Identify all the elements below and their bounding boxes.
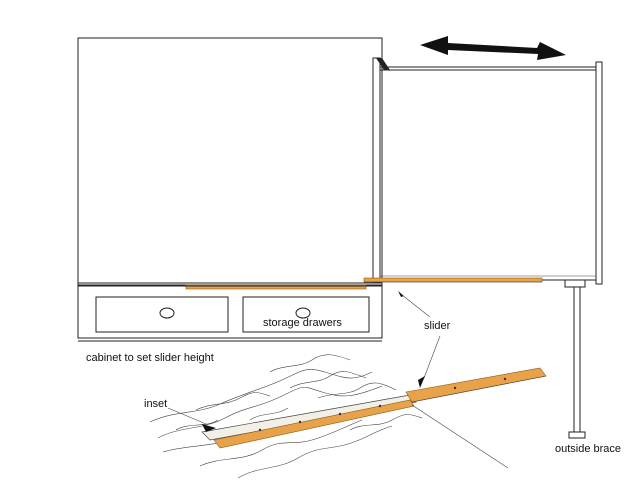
slider-pointer-down bbox=[418, 376, 425, 388]
inset-pointer-arrow bbox=[202, 424, 216, 432]
wood-grain-pattern bbox=[149, 354, 423, 479]
slider-board-top bbox=[185, 284, 367, 290]
drawer-left-knob bbox=[159, 307, 175, 319]
slider-board-right bbox=[363, 277, 543, 283]
cabinet-label: cabinet to set slider height bbox=[86, 352, 214, 364]
outside-brace-foot bbox=[568, 431, 586, 439]
inset-slider-assembly bbox=[201, 367, 547, 469]
drawer-right-knob bbox=[295, 307, 311, 319]
drawer-right bbox=[242, 296, 370, 333]
inset-extension-line bbox=[411, 404, 509, 469]
outside-brace-leg bbox=[573, 286, 581, 433]
slider-board-perspective bbox=[405, 367, 547, 403]
slider-pointer-line-up bbox=[401, 294, 431, 318]
inset-label: inset bbox=[144, 398, 167, 410]
inset-pointer-line bbox=[167, 407, 207, 425]
drawer-cabinet bbox=[77, 285, 383, 339]
slider-board-perspective-edge bbox=[411, 375, 547, 403]
outside-brace-label: outside brace bbox=[555, 443, 621, 455]
inset-rail bbox=[201, 394, 417, 441]
inset-board bbox=[213, 399, 415, 449]
top-corner-mark bbox=[376, 58, 390, 70]
outside-brace-top bbox=[564, 279, 586, 288]
slider-label: slider bbox=[424, 320, 451, 332]
right-panel-right-post bbox=[595, 61, 603, 285]
movement-arrow bbox=[420, 36, 566, 60]
drawer-left bbox=[95, 296, 229, 333]
storage-drawers-label: storage drawers bbox=[263, 317, 342, 329]
right-panel-left-post bbox=[372, 57, 381, 283]
slider-pointer-line-down bbox=[423, 335, 441, 379]
left-panel bbox=[77, 37, 383, 286]
right-panel bbox=[379, 69, 597, 281]
